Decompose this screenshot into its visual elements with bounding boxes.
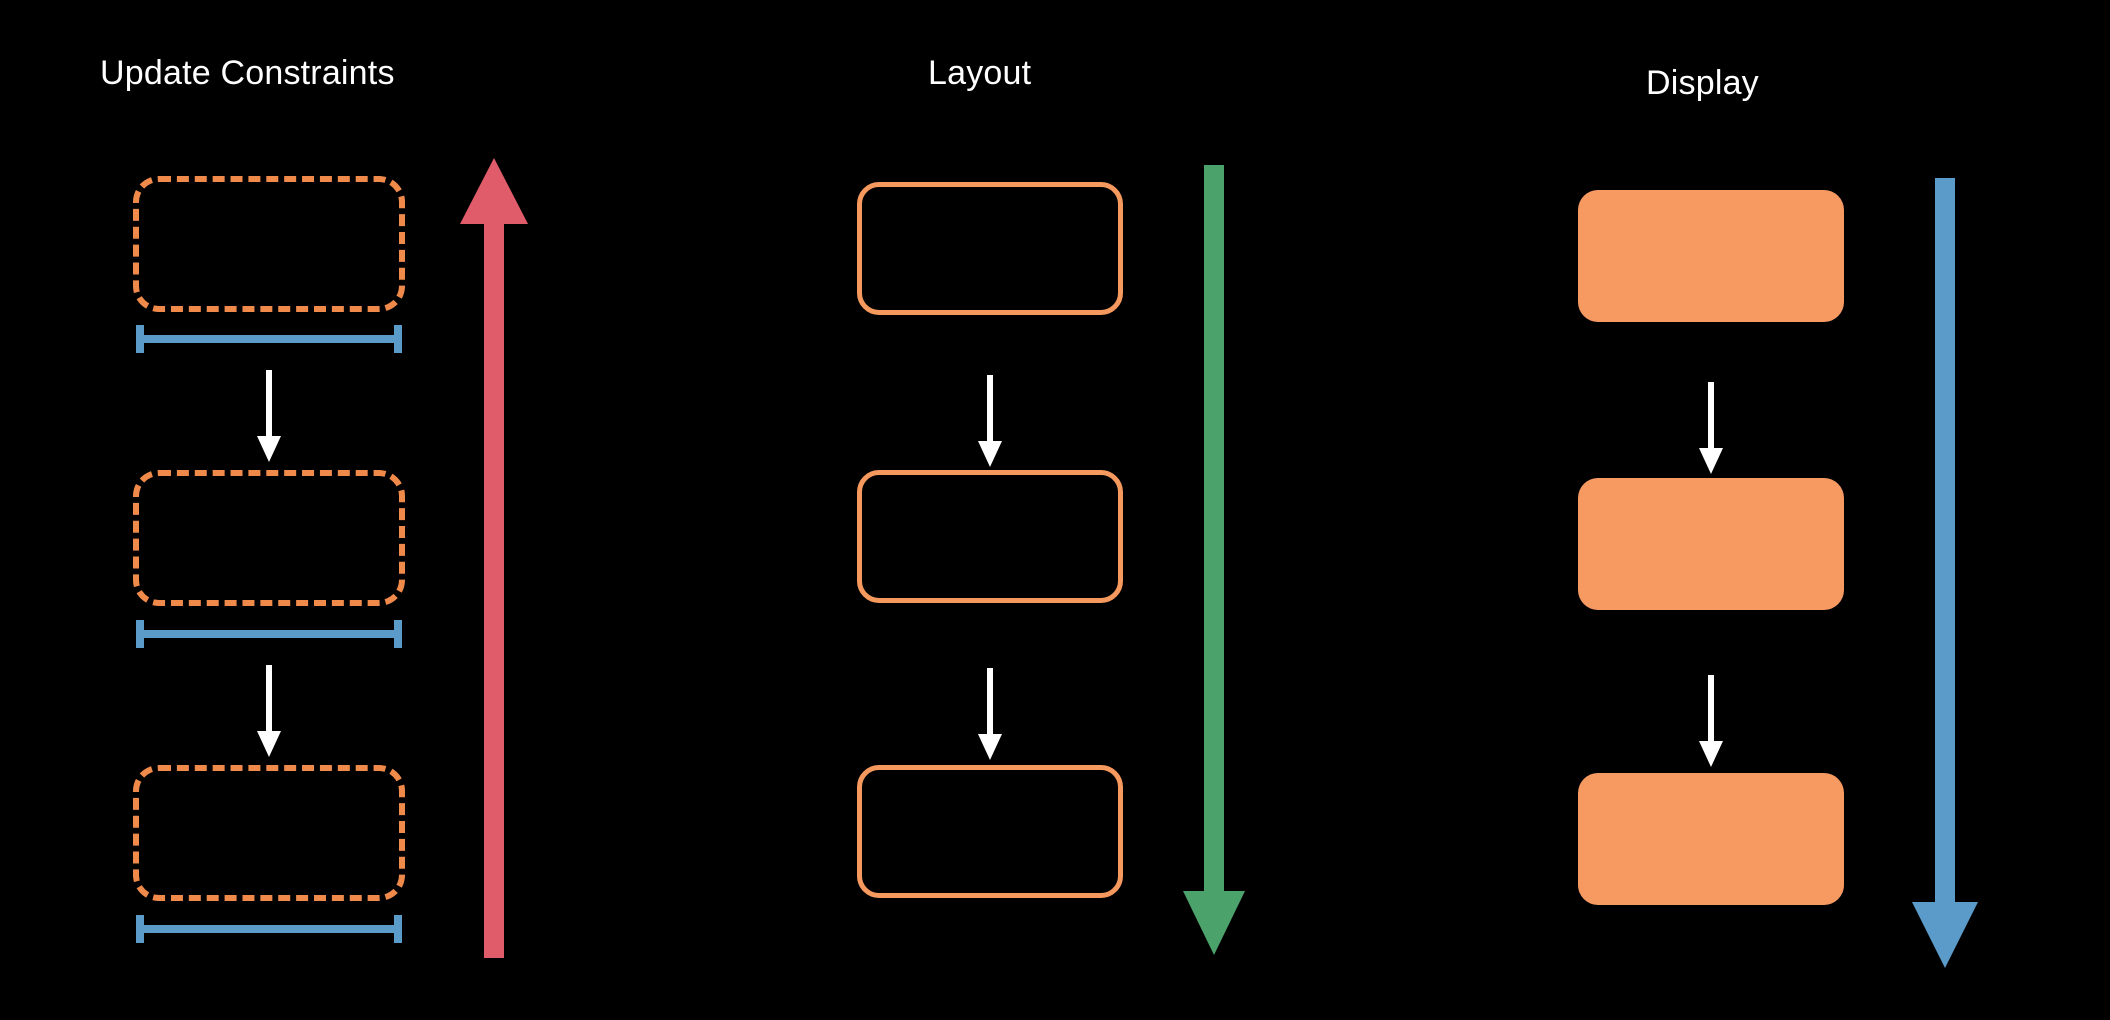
- column-layout: [0, 0, 1245, 1020]
- bracket-cap-left: [136, 915, 144, 943]
- bracket-bar: [136, 630, 402, 638]
- layout-node-3: [857, 765, 1123, 898]
- down-arrow-icon-uc-2: [255, 665, 283, 757]
- phase-arrow-head: [460, 158, 528, 224]
- arrow-shaft: [1708, 382, 1714, 452]
- constraint-bracket-icon-2: [136, 620, 402, 648]
- down-arrow-icon-layout-phase: [1183, 165, 1245, 955]
- arrow-head: [978, 441, 1002, 467]
- column-update-constraints: [0, 0, 528, 1020]
- column-title-update-constraints: Update Constraints: [100, 54, 395, 92]
- arrow-shaft: [266, 370, 272, 440]
- bracket-cap-right: [394, 325, 402, 353]
- constraint-bracket-icon-1: [136, 325, 402, 353]
- down-arrow-icon-uc-1: [255, 370, 283, 462]
- bracket-bar: [136, 925, 402, 933]
- bracket-cap-left: [136, 620, 144, 648]
- display-node-1: [1578, 190, 1844, 322]
- bracket-bar: [136, 335, 402, 343]
- arrow-head: [1699, 741, 1723, 767]
- phase-arrow-head: [1183, 891, 1245, 955]
- constraint-bracket-icon-3: [136, 915, 402, 943]
- layout-node-2: [857, 470, 1123, 603]
- down-arrow-icon-layout-2: [976, 668, 1004, 760]
- column-display: [0, 0, 1978, 1020]
- phase-arrow-shaft: [1935, 178, 1955, 904]
- arrow-head: [257, 731, 281, 757]
- arrow-shaft: [987, 668, 993, 738]
- arrow-shaft: [987, 375, 993, 445]
- display-node-2: [1578, 478, 1844, 610]
- layout-node-1: [857, 182, 1123, 315]
- phase-arrow-head: [1912, 902, 1978, 968]
- arrow-head: [978, 734, 1002, 760]
- display-node-3: [1578, 773, 1844, 905]
- bracket-cap-right: [394, 915, 402, 943]
- arrow-head: [1699, 448, 1723, 474]
- bracket-cap-left: [136, 325, 144, 353]
- column-title-display: Display: [1646, 64, 1759, 102]
- down-arrow-icon-display-phase: [1912, 178, 1978, 968]
- up-arrow-icon-update-constraints-phase: [460, 158, 528, 958]
- update-constraints-node-1: [133, 176, 405, 312]
- arrow-shaft: [1708, 675, 1714, 745]
- update-constraints-node-2: [133, 470, 405, 606]
- bracket-cap-right: [394, 620, 402, 648]
- down-arrow-icon-display-2: [1697, 675, 1725, 767]
- down-arrow-icon-layout-1: [976, 375, 1004, 467]
- update-constraints-node-3: [133, 765, 405, 901]
- column-title-layout: Layout: [928, 54, 1032, 92]
- phase-arrow-shaft: [484, 222, 504, 958]
- down-arrow-icon-display-1: [1697, 382, 1725, 474]
- arrow-head: [257, 436, 281, 462]
- phase-arrow-shaft: [1204, 165, 1224, 893]
- arrow-shaft: [266, 665, 272, 735]
